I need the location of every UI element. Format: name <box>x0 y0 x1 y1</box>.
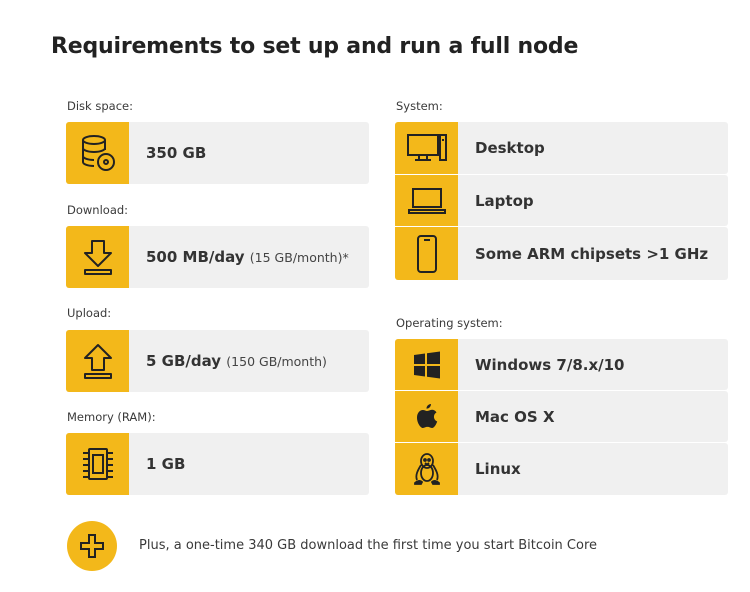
memory-row: 1 GB <box>66 433 369 495</box>
os-item-windows: Windows 7/8.x/10 <box>395 339 728 390</box>
disk-space-label: Disk space: <box>67 99 133 113</box>
plus-icon <box>67 521 117 571</box>
memory-value: 1 GB <box>146 455 186 473</box>
laptop-icon <box>395 175 458 226</box>
memory-label: Memory (RAM): <box>67 410 156 424</box>
upload-label: Upload: <box>67 306 112 320</box>
linux-icon <box>395 443 458 495</box>
upload-row: 5 GB/day (150 GB/month) <box>66 330 369 392</box>
system-item-label: Laptop <box>475 191 534 210</box>
chip-icon <box>66 433 129 495</box>
disk-space-row: 350 GB <box>66 122 369 184</box>
system-item-arm: Some ARM chipsets >1 GHz <box>395 227 728 280</box>
upload-value-wrap: 5 GB/day (150 GB/month) <box>129 352 327 370</box>
system-item-label: Some ARM chipsets >1 GHz <box>475 244 709 263</box>
download-value: 500 MB/day <box>146 248 245 266</box>
download-label: Download: <box>67 203 129 217</box>
os-label: Operating system: <box>396 316 503 330</box>
windows-icon <box>395 339 458 390</box>
disk-space-value: 350 GB <box>146 144 207 162</box>
system-item-label: Desktop <box>475 139 545 157</box>
upload-icon <box>66 330 129 392</box>
download-row: 500 MB/day (15 GB/month)* <box>66 226 369 288</box>
system-label: System: <box>396 99 443 113</box>
database-disk-icon <box>66 122 129 184</box>
download-sub: (15 GB/month)* <box>249 250 349 265</box>
os-item-label: Mac OS X <box>475 407 555 426</box>
system-item-laptop: Laptop <box>395 175 728 226</box>
os-item-mac: Mac OS X <box>395 391 728 442</box>
upload-value: 5 GB/day <box>146 352 222 370</box>
os-item-label: Linux <box>475 460 521 478</box>
desktop-icon <box>395 122 458 174</box>
phone-icon <box>395 227 458 280</box>
apple-icon <box>395 391 458 442</box>
upload-sub: (150 GB/month) <box>226 354 327 369</box>
download-value-wrap: 500 MB/day (15 GB/month)* <box>129 248 349 266</box>
system-item-desktop: Desktop <box>395 122 728 174</box>
page-title: Requirements to set up and run a full no… <box>51 34 579 59</box>
os-item-label: Windows 7/8.x/10 <box>475 355 625 374</box>
download-icon <box>66 226 129 288</box>
footer-note: Plus, a one-time 340 GB download the fir… <box>139 538 598 553</box>
os-item-linux: Linux <box>395 443 728 495</box>
